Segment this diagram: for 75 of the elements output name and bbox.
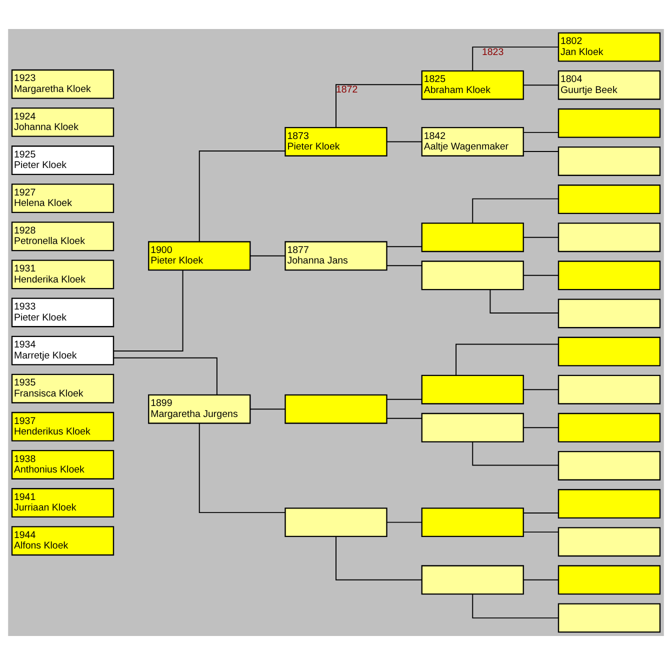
node-box: 1804 Guurtje Beek	[558, 70, 661, 100]
connector	[250, 255, 286, 256]
connector	[472, 442, 559, 466]
connector	[336, 536, 422, 580]
node-box: 1923 Margaretha Kloek	[11, 69, 114, 99]
node-box: 1877 Johanna Jans	[284, 241, 388, 271]
node-box: 1937 Henderikus Kloek	[11, 412, 114, 442]
node-box	[284, 394, 388, 424]
node-box	[558, 222, 661, 252]
node-box: 1802 Jan Kloek	[558, 32, 661, 62]
connector	[472, 46, 559, 72]
connector	[523, 132, 559, 133]
connector	[523, 236, 559, 238]
node-box: 1938 Anthonius Kloek	[11, 450, 114, 480]
node-box: 1900 Pieter Kloek	[148, 241, 251, 271]
node-box	[558, 336, 661, 366]
node-box	[558, 374, 661, 404]
node-box: 1924 Johanna Kloek	[11, 107, 114, 137]
connector	[198, 150, 286, 242]
node-box	[558, 603, 661, 633]
node-box	[421, 260, 524, 290]
connector	[523, 84, 559, 86]
node-box: 1944 Alfons Kloek	[11, 526, 114, 556]
connector	[198, 423, 286, 514]
connector	[490, 289, 559, 314]
connector	[523, 389, 559, 390]
connector	[523, 532, 559, 533]
node-box	[558, 450, 661, 480]
node-box	[558, 146, 661, 176]
node-box	[284, 508, 388, 538]
connector	[386, 265, 422, 266]
connector	[523, 150, 559, 152]
node-box: 1934 Marretje Kloek	[11, 336, 114, 366]
node-box: 1927 Helena Kloek	[11, 184, 114, 214]
connector	[523, 427, 559, 428]
node-box	[558, 108, 661, 138]
node-box	[558, 260, 661, 290]
connector	[386, 246, 422, 248]
node-box	[421, 508, 524, 538]
edge-label: 1823	[482, 46, 504, 58]
connector	[113, 357, 218, 396]
node-box	[558, 184, 661, 214]
connector	[386, 398, 422, 400]
connector	[386, 418, 422, 419]
connector	[386, 141, 422, 142]
connector	[113, 270, 184, 352]
node-box	[558, 489, 661, 518]
node-box	[558, 527, 661, 557]
node-box: 1925 Pieter Kloek	[11, 146, 114, 175]
node-box	[421, 222, 524, 252]
node-box: 1941 Jurriaan Kloek	[11, 488, 114, 518]
connector	[472, 198, 559, 224]
edge-label: 1872	[336, 84, 358, 96]
connector	[386, 522, 422, 523]
node-box: 1825 Abraham Kloek	[421, 70, 524, 100]
connector	[472, 594, 559, 618]
connector	[523, 274, 559, 276]
connector	[250, 408, 286, 410]
node-box	[558, 298, 661, 328]
connector	[523, 579, 559, 580]
node-box: 1842 Aaltje Wagenmaker	[421, 126, 524, 156]
node-box: 1899 Margaretha Jurgens	[148, 394, 251, 424]
node-box	[421, 374, 524, 404]
connector	[456, 344, 559, 376]
node-box: 1873 Pieter Kloek	[284, 126, 388, 156]
node-box: 1931 Henderika Kloek	[11, 260, 114, 290]
node-box: 1933 Pieter Kloek	[11, 298, 114, 328]
node-box	[421, 565, 524, 595]
node-box	[558, 412, 661, 442]
connector	[336, 84, 422, 128]
node-box: 1928 Petronella Kloek	[11, 222, 114, 252]
node-box: 1935 Fransisca Kloek	[11, 374, 114, 404]
connector	[523, 512, 559, 514]
node-box	[558, 565, 661, 595]
node-box	[421, 412, 524, 442]
